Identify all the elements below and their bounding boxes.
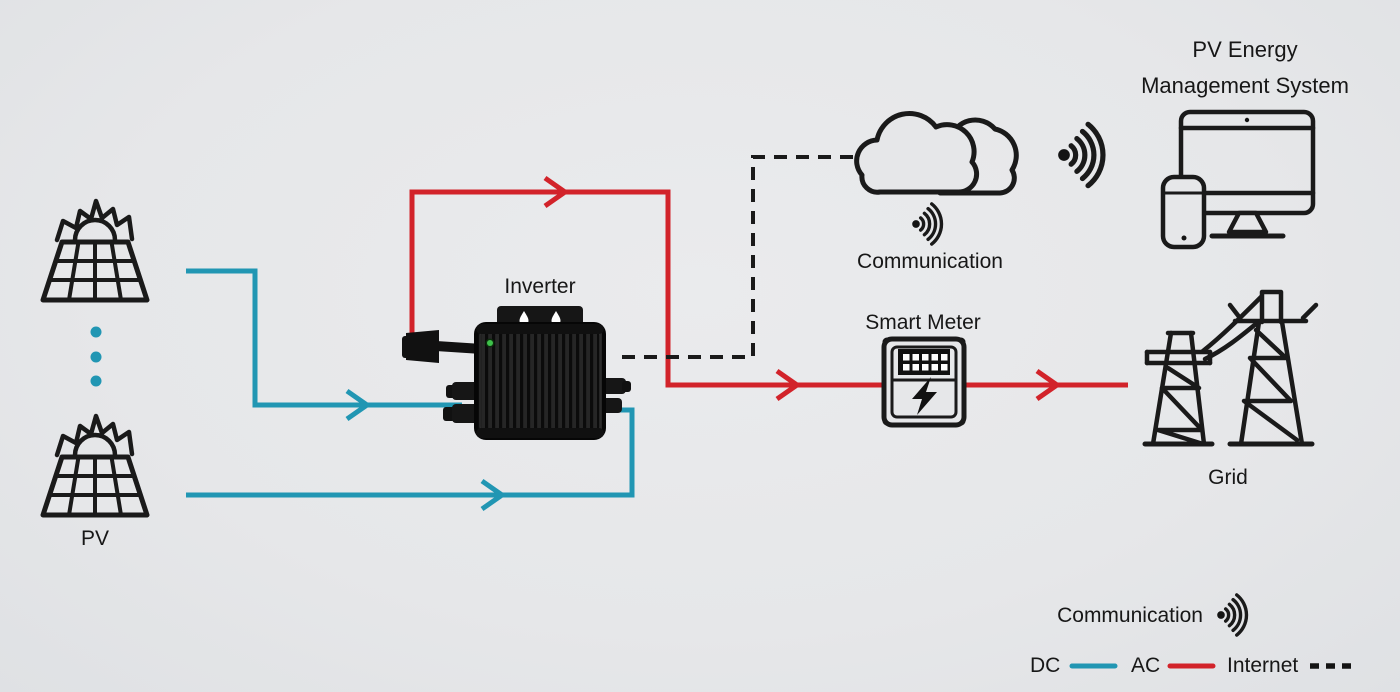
dc-arrow-bottom xyxy=(480,478,507,512)
wifi-signal-icon xyxy=(910,202,944,246)
smart-meter-icon xyxy=(881,336,967,428)
wifi-signal-icon xyxy=(1058,124,1103,185)
communication-label: Communication xyxy=(857,250,1003,273)
legend-internet-label: Internet xyxy=(1227,654,1299,677)
solar-panel-icon xyxy=(43,201,147,300)
management-system-title-line1: PV Energy xyxy=(1192,37,1298,62)
transmission-towers-icon xyxy=(1142,289,1319,447)
lightning-bolt-icon xyxy=(912,377,937,415)
solar-panel-icon xyxy=(43,416,147,515)
legend-ac-label: AC xyxy=(1131,654,1161,677)
wifi-signal-icon xyxy=(1215,593,1249,637)
ac-line-inverter-to-meter xyxy=(409,175,882,402)
internet-line-inverter-to-cloud xyxy=(622,155,858,359)
ac-line-meter-to-grid xyxy=(964,368,1128,402)
inverter-device xyxy=(402,306,631,440)
inverter-led xyxy=(487,340,493,346)
inverter-label: Inverter xyxy=(504,275,576,298)
cloud-icon xyxy=(854,111,1019,196)
pv-label: PV xyxy=(80,527,109,550)
management-system-title-line2: Management System xyxy=(1141,73,1349,98)
dc-line-pv-top-to-inverter xyxy=(186,268,462,422)
ac-arrow-2 xyxy=(775,368,802,402)
legend-dc-label: DC xyxy=(1030,654,1061,677)
grid-label: Grid xyxy=(1208,466,1248,489)
smart-meter-label: Smart Meter xyxy=(865,311,981,334)
dc-line-pv-bottom-to-inverter xyxy=(186,407,635,512)
legend-communication-label: Communication xyxy=(1057,604,1203,627)
ac-arrow-1 xyxy=(543,175,570,209)
ac-arrow-3 xyxy=(1035,368,1062,402)
pv-ellipsis-dots xyxy=(90,326,102,387)
dc-arrow-top xyxy=(345,388,372,422)
smartphone-icon xyxy=(1160,174,1207,250)
